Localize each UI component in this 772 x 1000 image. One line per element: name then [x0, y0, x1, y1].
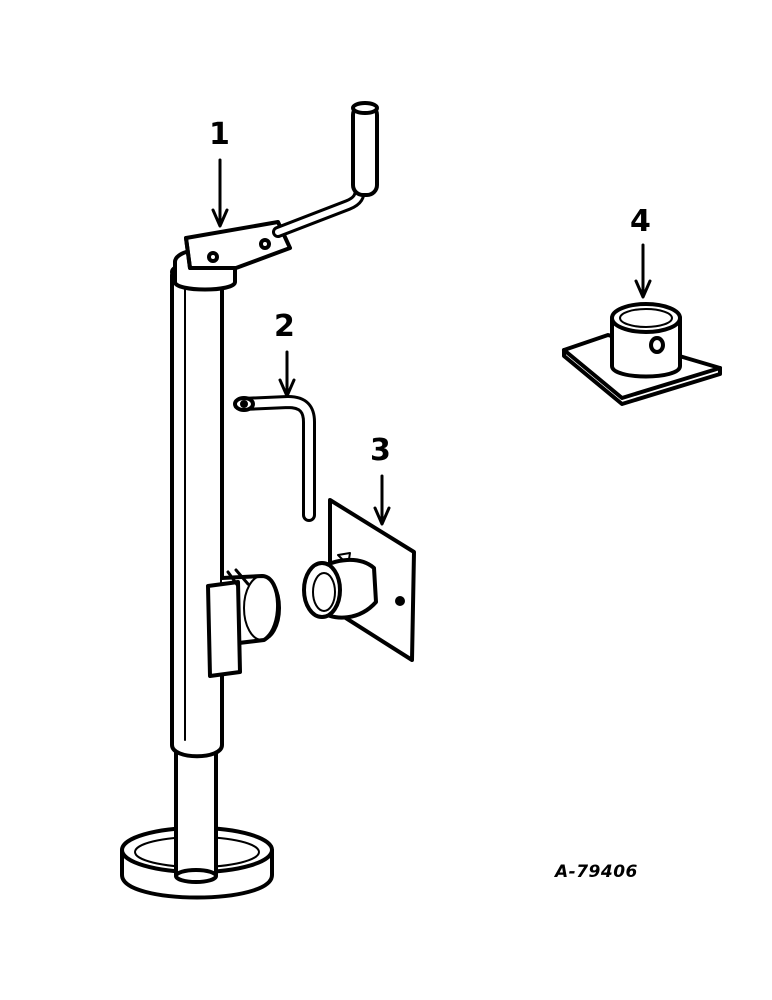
jack-crank-handle [272, 101, 379, 238]
pin-part-2 [233, 395, 316, 522]
figure-id-label: A-79406 [555, 862, 638, 882]
callout-number-3: 3 [370, 433, 391, 468]
callout-arrow-3 [373, 474, 391, 526]
callout-arrow-2 [278, 350, 296, 398]
jack-crank-housing [184, 220, 292, 270]
jack-outer-tube [170, 261, 224, 759]
mounting-bracket-part-3 [302, 498, 416, 662]
jack-stand-part-1 [120, 101, 379, 900]
callout-arrow-1 [211, 158, 229, 228]
callout-number-4: 4 [630, 204, 651, 239]
callout-arrow-4 [634, 243, 652, 299]
jack-side-mount-sleeve [206, 568, 281, 678]
foot-plate-part-4 [562, 302, 722, 406]
callout-number-2: 2 [274, 309, 295, 344]
jack-inner-tube [174, 743, 218, 884]
callout-number-1: 1 [209, 117, 230, 152]
